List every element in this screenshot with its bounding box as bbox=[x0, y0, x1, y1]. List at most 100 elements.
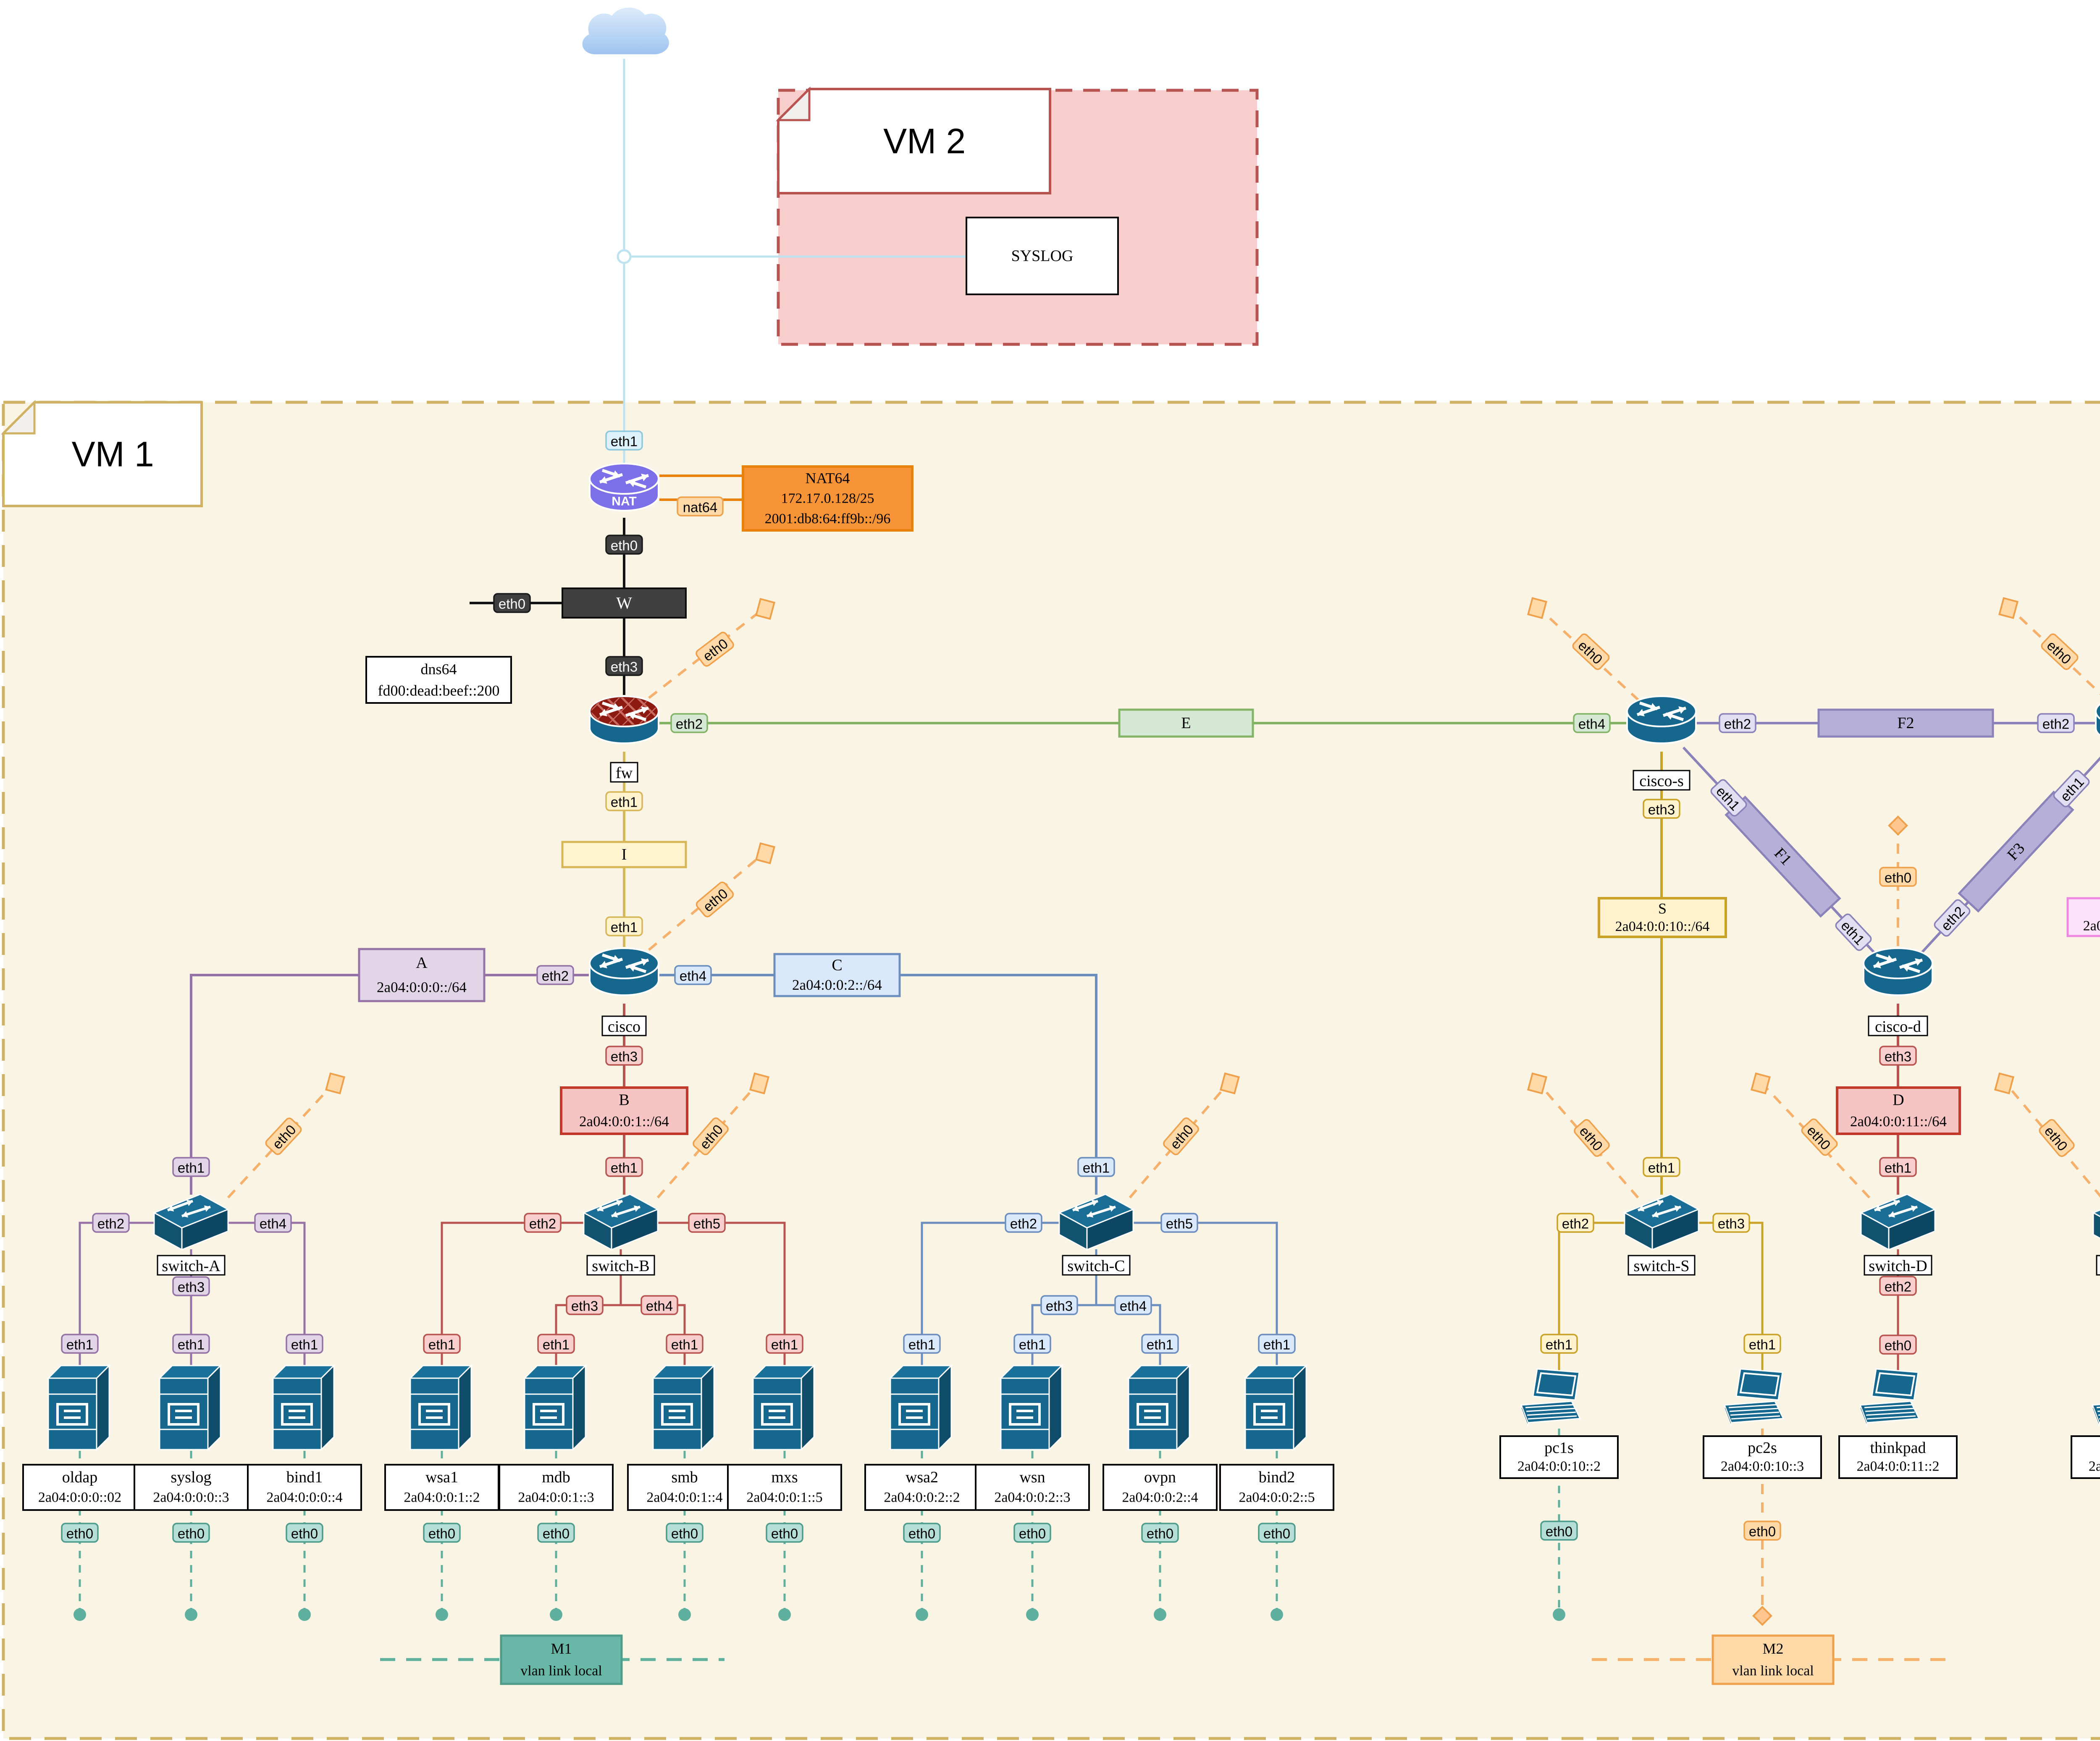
iface-wsn-eth1[interactable]: eth1 bbox=[1013, 1334, 1051, 1354]
server-icon-wsn[interactable] bbox=[999, 1364, 1063, 1451]
iface-fw-eth2[interactable]: eth2 bbox=[670, 713, 708, 733]
iface-swb-eth3[interactable]: eth3 bbox=[566, 1295, 604, 1315]
switch-icon-switch-O[interactable] bbox=[2092, 1194, 2100, 1250]
server-icon-wsa2[interactable] bbox=[889, 1364, 953, 1451]
router-icon-cisco-d[interactable] bbox=[1863, 947, 1933, 996]
iface-oldap-eth0[interactable]: eth0 bbox=[61, 1523, 99, 1543]
server-icon-mxs[interactable] bbox=[751, 1364, 816, 1451]
server-icon-oldap[interactable] bbox=[47, 1364, 111, 1451]
iface-wsa2-eth0[interactable]: eth0 bbox=[903, 1523, 941, 1543]
network-box-O[interactable]: O2a04:0:0:12::/64 bbox=[2066, 897, 2100, 937]
iface-swb-eth4[interactable]: eth4 bbox=[640, 1295, 678, 1315]
laptop-icon-thinkpad[interactable] bbox=[1859, 1368, 1920, 1426]
iface-swa-eth2[interactable]: eth2 bbox=[92, 1213, 130, 1233]
iface-wsa1-eth1[interactable]: eth1 bbox=[423, 1334, 461, 1354]
iface-oldap-eth1[interactable]: eth1 bbox=[61, 1334, 99, 1354]
iface-wsn-eth0[interactable]: eth0 bbox=[1013, 1523, 1051, 1543]
device-label-fw[interactable]: fw bbox=[610, 762, 638, 783]
iface-swb-eth5[interactable]: eth5 bbox=[688, 1213, 726, 1233]
server-icon-ovpn[interactable] bbox=[1127, 1364, 1191, 1451]
iface-d-eth1[interactable]: eth1 bbox=[1879, 1157, 1917, 1177]
server-icon-bind1[interactable] bbox=[271, 1364, 336, 1451]
iface-mdb-eth0[interactable]: eth0 bbox=[537, 1523, 575, 1543]
iface-ciscos-eth3[interactable]: eth3 bbox=[1643, 799, 1680, 819]
iface-nat-eth1[interactable]: eth1 bbox=[605, 430, 643, 451]
iface-swc-eth2[interactable]: eth2 bbox=[1005, 1213, 1042, 1233]
device-label-switch-D[interactable]: switch-D bbox=[1864, 1255, 1932, 1276]
iface-pc2s-eth1[interactable]: eth1 bbox=[1743, 1334, 1781, 1354]
network-box-I[interactable]: I bbox=[561, 841, 687, 868]
iface-b-eth1[interactable]: eth1 bbox=[605, 1157, 643, 1177]
switch-icon-switch-B[interactable] bbox=[582, 1193, 659, 1251]
iface-pc2s-eth0[interactable]: eth0 bbox=[1743, 1521, 1781, 1541]
iface-swc-eth3[interactable]: eth3 bbox=[1040, 1295, 1078, 1315]
iface-fw-eth1[interactable]: eth1 bbox=[605, 791, 643, 811]
iface-cisco-eth2[interactable]: eth2 bbox=[536, 965, 574, 985]
network-box-W[interactable]: W bbox=[562, 587, 687, 619]
iface-smb-eth1[interactable]: eth1 bbox=[666, 1334, 704, 1354]
iface-bind1-eth1[interactable]: eth1 bbox=[286, 1334, 323, 1354]
iface-swc-eth5[interactable]: eth5 bbox=[1160, 1213, 1198, 1233]
iface-wsa1-eth0[interactable]: eth0 bbox=[423, 1523, 461, 1543]
iface-ovpn-eth1[interactable]: eth1 bbox=[1141, 1334, 1179, 1354]
iface-ciscod-eth3[interactable]: eth3 bbox=[1879, 1046, 1917, 1066]
device-label-cisco[interactable]: cisco bbox=[601, 1015, 647, 1036]
iface-ovpn-eth0[interactable]: eth0 bbox=[1141, 1523, 1179, 1543]
iface-wsa2-eth1[interactable]: eth1 bbox=[903, 1334, 941, 1354]
iface-syslog-eth1[interactable]: eth1 bbox=[172, 1334, 210, 1354]
iface-nat-nat64[interactable]: nat64 bbox=[677, 496, 724, 517]
network-box-NAT64[interactable]: NAT64172.17.0.128/252001:db8:64:ff9b::/9… bbox=[742, 465, 914, 532]
iface-swa-eth1[interactable]: eth1 bbox=[172, 1157, 210, 1177]
network-box-E[interactable]: E bbox=[1118, 708, 1254, 738]
iface-pc1s-eth1[interactable]: eth1 bbox=[1540, 1334, 1578, 1354]
iface-swc-eth1[interactable]: eth1 bbox=[1077, 1157, 1115, 1177]
iface-ciscos-eth2[interactable]: eth2 bbox=[1719, 713, 1756, 733]
router-icon-cisco[interactable] bbox=[589, 947, 659, 996]
device-label-switch-O[interactable]: switch-O bbox=[2096, 1255, 2100, 1276]
server-icon-wsa1[interactable] bbox=[409, 1364, 473, 1451]
iface-syslog-eth0[interactable]: eth0 bbox=[172, 1523, 210, 1543]
device-label-switch-C[interactable]: switch-C bbox=[1062, 1255, 1131, 1276]
switch-icon-switch-D[interactable] bbox=[1859, 1193, 1937, 1251]
iface-nat-eth0[interactable]: eth0 bbox=[605, 535, 643, 555]
iface-mxs-eth1[interactable]: eth1 bbox=[766, 1334, 803, 1354]
syslog-box[interactable]: SYSLOG bbox=[966, 217, 1119, 295]
router-icon-cisco-s[interactable] bbox=[1626, 695, 1697, 744]
router-icon-nat[interactable]: NAT bbox=[589, 463, 659, 511]
host-label-pc1o[interactable]: pc1o2a04:0:0:12::2 bbox=[2071, 1435, 2100, 1479]
network-box-F2[interactable]: F2 bbox=[1817, 708, 1994, 738]
iface-cisco-eth3[interactable]: eth3 bbox=[605, 1046, 643, 1066]
router-icon-fw[interactable] bbox=[589, 695, 659, 744]
laptop-icon-pc1o[interactable] bbox=[2091, 1369, 2100, 1426]
server-icon-syslog[interactable] bbox=[158, 1364, 222, 1451]
switch-icon-switch-A[interactable] bbox=[152, 1193, 230, 1251]
laptop-icon-pc2s[interactable] bbox=[1723, 1368, 1785, 1426]
iface-swb-eth2[interactable]: eth2 bbox=[524, 1213, 562, 1233]
iface-cisco-eth1[interactable]: eth1 bbox=[605, 916, 643, 936]
internet-cloud-icon[interactable] bbox=[582, 8, 669, 55]
iface-swa-eth4[interactable]: eth4 bbox=[254, 1213, 292, 1233]
iface-w-eth3[interactable]: eth3 bbox=[605, 656, 643, 676]
switch-icon-switch-S[interactable] bbox=[1623, 1193, 1700, 1251]
switch-icon-switch-C[interactable] bbox=[1058, 1193, 1135, 1251]
device-label-cisco-d[interactable]: cisco-d bbox=[1868, 1015, 1928, 1036]
device-label-switch-A[interactable]: switch-A bbox=[157, 1255, 226, 1276]
iface-bind2-eth0[interactable]: eth0 bbox=[1258, 1523, 1296, 1543]
